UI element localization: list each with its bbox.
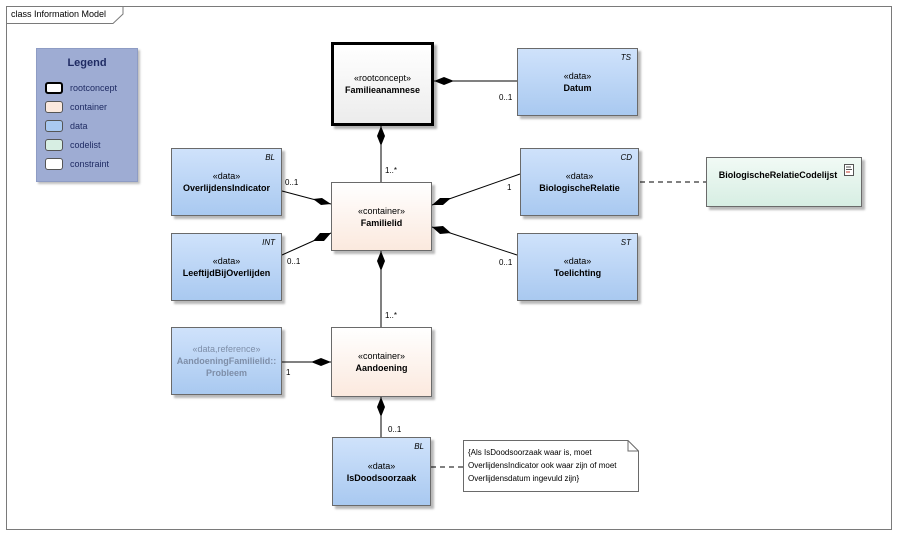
- multiplicity-aandoeningfamilielid: 1: [286, 368, 291, 377]
- class-name: Familieanamnese: [344, 85, 421, 95]
- legend-label: container: [70, 101, 108, 112]
- diamond-aandoening-isdoodsoorzaak: [377, 397, 385, 417]
- stereotype-label: «data»: [212, 256, 241, 266]
- legend-title: Legend: [67, 57, 107, 69]
- class-name: Aandoening: [355, 363, 408, 373]
- diamond-aandoening-aandoeningfamilielid: [311, 358, 331, 366]
- diamond-familielid-leeftijdbijoverlijden: [313, 233, 331, 241]
- class-leeftijdbijoverlijden[interactable]: INT «data» LeeftijdBijOverlijden: [171, 233, 282, 301]
- multiplicity-aandoening: 1..*: [385, 311, 398, 320]
- note-line: {Als IsDoodsoorzaak waar is, moet: [468, 448, 592, 457]
- class-name: OverlijdensIndicator: [182, 183, 271, 193]
- stereotype-label: «data»: [212, 171, 241, 181]
- legend-swatch-data: [45, 119, 63, 132]
- frame-title: class Information Model: [11, 9, 107, 19]
- class-name: IsDoodsoorzaak: [346, 472, 417, 483]
- class-name: BiologischeRelatie: [539, 183, 620, 193]
- class-isdoodsoorzaak[interactable]: BL «data» IsDoodsoorzaak: [332, 437, 431, 506]
- class-name: AandoeningFamilielid::: [176, 356, 277, 366]
- legend-item-rootconcept: rootconcept: [45, 81, 117, 94]
- diamond-familielid-aandoening: [377, 251, 385, 271]
- document-icon: [844, 164, 854, 176]
- class-familieanamnese[interactable]: «rootconcept» Familieanamnese: [331, 42, 434, 126]
- multiplicity-familielid: 1..*: [385, 166, 398, 175]
- class-name: BiologischeRelatieCodelijst: [718, 170, 838, 180]
- frame-title-tab: [6, 6, 124, 24]
- type-tag: BL: [414, 442, 424, 451]
- diamond-familielid-toelichting: [432, 226, 451, 234]
- diamond-familielid-overlijdensindicator: [313, 198, 331, 205]
- class-name: Familielid: [360, 217, 403, 228]
- class-overlijdensindicator[interactable]: BL «data» OverlijdensIndicator: [171, 148, 282, 216]
- class-aandoening[interactable]: «container» Aandoening: [331, 327, 432, 397]
- multiplicity-datum: 0..1: [499, 93, 513, 102]
- diagram-frame: [6, 6, 892, 530]
- legend-label: constraint: [70, 158, 110, 169]
- multiplicity-biologischerelatie: 1: [507, 183, 512, 192]
- stereotype-label: «data»: [367, 460, 396, 471]
- class-biologischerelatie[interactable]: CD «data» BiologischeRelatie: [520, 148, 639, 216]
- note-line: Overlijdensdatum ingevuld zijn}: [468, 474, 580, 483]
- legend-swatch-rootconcept: [45, 81, 63, 94]
- legend-item-container: container: [45, 100, 107, 113]
- legend-item-codelist: codelist: [45, 138, 101, 151]
- stereotype-label: «data,reference»: [192, 344, 261, 354]
- stereotype-label: «container»: [357, 351, 406, 361]
- stereotype-label: «data»: [565, 171, 594, 181]
- class-familielid[interactable]: «container» Familielid: [331, 182, 432, 251]
- note-shape: [463, 440, 639, 492]
- stereotype-label: «container»: [357, 205, 406, 216]
- legend-label: codelist: [70, 139, 101, 150]
- stereotype-label: «rootconcept»: [353, 73, 412, 83]
- type-tag: INT: [262, 238, 275, 247]
- multiplicity-leeftijdbijoverlijden: 0..1: [287, 257, 301, 266]
- type-tag: ST: [620, 238, 631, 247]
- legend-label: rootconcept: [70, 82, 118, 93]
- type-tag: BL: [265, 153, 275, 162]
- class-name: Datum: [563, 83, 592, 93]
- stereotype-label: «data»: [563, 71, 592, 81]
- multiplicity-toelichting: 0..1: [499, 258, 513, 267]
- legend-swatch-container: [45, 100, 63, 113]
- legend: Legend rootconcept container data codeli…: [36, 48, 138, 182]
- legend-item-data: data: [45, 119, 88, 132]
- multiplicity-isdoodsoorzaak: 0..1: [388, 425, 402, 434]
- class-name: LeeftijdBijOverlijden: [182, 268, 271, 278]
- diamond-familieanamnese-familielid: [377, 126, 385, 146]
- legend-item-constraint: constraint: [45, 157, 109, 170]
- legend-swatch-constraint: [45, 157, 63, 170]
- multiplicity-overlijdensindicator: 0..1: [285, 178, 299, 187]
- note-line: OverlijdensIndicator ook waar zijn of mo…: [468, 461, 617, 470]
- class-name: Toelichting: [553, 268, 602, 278]
- stereotype-label: «data»: [563, 256, 592, 266]
- diamond-familielid-biologischerelatie: [432, 198, 451, 205]
- class-biologischerelatiecodelijst[interactable]: BiologischeRelatieCodelijst: [706, 157, 862, 207]
- constraint-note[interactable]: {Als IsDoodsoorzaak waar is, moet Overli…: [463, 440, 639, 492]
- legend-swatch-codelist: [45, 138, 63, 151]
- legend-label: data: [70, 120, 88, 131]
- type-tag: TS: [620, 53, 631, 62]
- class-aandoeningfamilielid[interactable]: «data,reference» AandoeningFamilielid:: …: [171, 327, 282, 395]
- class-toelichting[interactable]: ST «data» Toelichting: [517, 233, 638, 301]
- type-tag: CD: [620, 153, 632, 162]
- diamond-familieanamnese-datum: [434, 77, 454, 85]
- class-name-cont: Probleem: [205, 368, 247, 378]
- class-datum[interactable]: TS «data» Datum: [517, 48, 638, 116]
